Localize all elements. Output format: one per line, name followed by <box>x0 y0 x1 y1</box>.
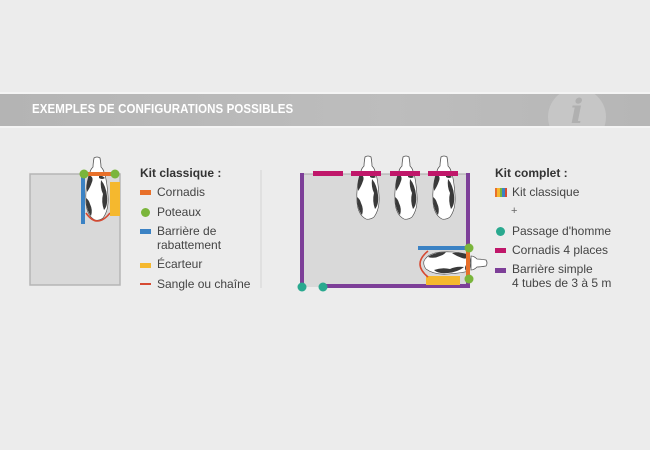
multicolor-swatch-icon <box>495 188 508 197</box>
legend-item-cornadis-4-places: Cornadis 4 places <box>512 243 609 257</box>
legend-item-barriere-rabattement: Barrière de <box>157 224 217 238</box>
barriere-simple-swatch-icon <box>495 268 506 273</box>
banner-title: EXEMPLES DE CONFIGURATIONS POSSIBLES <box>32 102 294 116</box>
legend-item-ecarteur: Écarteur <box>157 257 203 271</box>
legend-item-barriere-rabattement-line2: rabattement <box>157 238 222 252</box>
sangle-swatch-icon <box>140 283 151 285</box>
kit-classique-diagram <box>29 156 121 286</box>
poteaux-swatch-icon <box>141 208 150 217</box>
legend-plus: + <box>511 205 518 217</box>
legend-title: Kit complet : <box>495 166 568 180</box>
barriere-rabattement-swatch-icon <box>140 229 151 234</box>
cornadis-4-places-swatch-icon <box>495 248 506 253</box>
legend-title: Kit classique : <box>140 166 222 180</box>
legend-item-barriere-simple: Barrière simple <box>512 262 593 276</box>
legend-item-passage-homme: Passage d'homme <box>512 224 612 238</box>
ecarteur-swatch-icon <box>140 263 151 268</box>
section-banner: i EXEMPLES DE CONFIGURATIONS POSSIBLES <box>0 92 650 128</box>
legend-item-cornadis: Cornadis <box>157 185 206 199</box>
legend-item-sangle: Sangle ou chaîne <box>157 277 251 291</box>
passage-homme-swatch-icon <box>496 227 505 236</box>
legend-item-poteaux: Poteaux <box>157 205 202 219</box>
kit-complet-diagram <box>297 155 488 292</box>
legend-item-kit-classique: Kit classique <box>512 185 580 199</box>
info-icon: i <box>548 94 606 126</box>
legend-item-barriere-simple-line2: 4 tubes de 3 à 5 m <box>512 276 612 290</box>
divider <box>260 170 262 288</box>
cornadis-swatch-icon <box>140 190 151 195</box>
